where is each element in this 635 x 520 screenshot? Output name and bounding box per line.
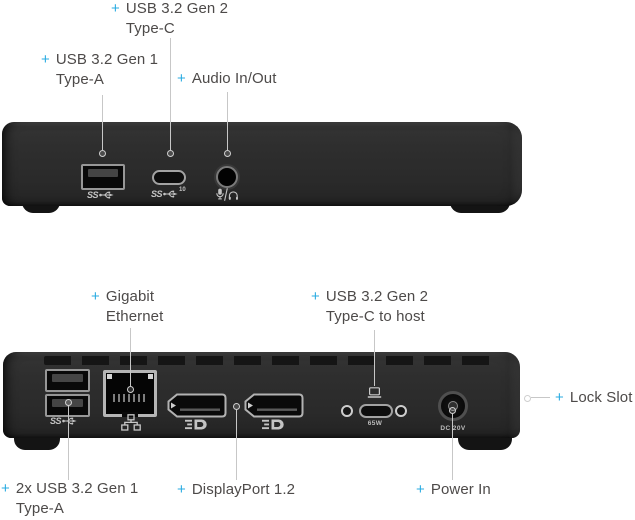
mic-headphone-icon	[216, 188, 238, 201]
leader-line	[130, 328, 131, 386]
plus-icon: +	[177, 70, 186, 87]
vent-grille	[44, 356, 500, 365]
usb-trident-icon: SS	[87, 190, 114, 200]
screw-left	[341, 405, 353, 417]
plus-icon: +	[111, 0, 120, 17]
usb-trident-icon: SS	[50, 416, 77, 426]
label-line: Audio In/Out	[191, 70, 277, 87]
leader-dot	[65, 399, 72, 406]
label-line: Ethernet	[105, 308, 164, 325]
plus-icon: +	[555, 389, 564, 406]
label-displayport: + DisplayPort 1.2	[177, 480, 295, 500]
leader-dot	[99, 150, 106, 157]
label-line: USB 3.2 Gen 2	[125, 0, 229, 17]
label-back-usb-a: + 2x USB 3.2 Gen 1 Type-A	[1, 479, 138, 519]
usb-c-host-port	[359, 404, 393, 418]
label-front-audio: + Audio In/Out	[177, 69, 276, 89]
plus-icon: +	[1, 480, 10, 497]
leader-dot	[233, 403, 240, 410]
usb-a-port-back-top	[45, 369, 90, 392]
leader-line	[452, 413, 453, 480]
label-line: Type-A	[55, 71, 104, 88]
ethernet-icon	[121, 414, 141, 431]
label-line: Power In	[430, 481, 491, 498]
label-line: 2x USB 3.2 Gen 1	[15, 480, 139, 497]
speed-label: 10	[179, 187, 186, 193]
label-line: USB 3.2 Gen 1	[55, 51, 159, 68]
displayport-1	[167, 393, 227, 418]
rj45-nub	[107, 374, 112, 379]
plus-icon: +	[41, 51, 50, 68]
displayport-2	[244, 393, 304, 418]
leader-line	[68, 405, 69, 480]
screw-right	[395, 405, 407, 417]
ethernet-port	[103, 370, 157, 417]
leader-dot	[167, 150, 174, 157]
usb-trident-10-icon: SS 10	[151, 187, 186, 199]
label-line: Type-A	[15, 500, 64, 517]
label-line: Lock Slot	[569, 389, 633, 406]
host-laptop-icon	[367, 387, 382, 398]
leader-line	[227, 92, 228, 150]
displayport-icon	[185, 419, 209, 430]
usb-tongue	[52, 374, 83, 382]
label-line: Type-C to host	[325, 308, 425, 325]
leader-line	[170, 38, 171, 150]
power-port	[438, 391, 468, 421]
label-front-usb-c: + USB 3.2 Gen 2 Type-C	[111, 0, 228, 39]
label-back-usb-c-host: + USB 3.2 Gen 2 Type-C to host	[311, 287, 428, 327]
leader-dot	[224, 150, 231, 157]
leader-dot	[524, 395, 531, 402]
leader-line	[374, 330, 375, 386]
leader-line	[102, 95, 103, 150]
usb-a-port-front	[81, 164, 125, 190]
label-front-usb-a: + USB 3.2 Gen 1 Type-A	[41, 50, 158, 90]
label-line: USB 3.2 Gen 2	[325, 288, 429, 305]
label-lock-slot: + Lock Slot	[555, 388, 632, 408]
plus-icon: +	[311, 288, 320, 305]
ss-label: SS	[50, 416, 62, 426]
ss-label: SS	[151, 189, 163, 199]
label-back-ethernet: + Gigabit Ethernet	[91, 287, 163, 327]
audio-jack-port	[216, 166, 238, 188]
plus-icon: +	[91, 288, 100, 305]
plus-icon: +	[177, 481, 186, 498]
leader-line	[236, 409, 237, 480]
leader-dot	[449, 407, 456, 414]
leader-dot	[127, 386, 134, 393]
usb-tongue	[88, 169, 118, 177]
leader-line	[531, 397, 550, 398]
rj45-pins	[113, 394, 147, 402]
dc-voltage-marking: DC 20V	[440, 425, 466, 432]
plus-icon: +	[416, 481, 425, 498]
displayport-icon	[262, 419, 286, 430]
ss-label: SS	[87, 190, 99, 200]
label-line: DisplayPort 1.2	[191, 481, 296, 498]
rj45-nub	[148, 374, 153, 379]
watt-marking: 65W	[367, 420, 383, 427]
label-line: Type-C	[125, 20, 175, 37]
usb-c-port-front	[152, 170, 186, 185]
dock-front-view	[2, 122, 522, 206]
label-line: Gigabit	[105, 288, 155, 305]
label-power-in: + Power In	[416, 480, 491, 500]
